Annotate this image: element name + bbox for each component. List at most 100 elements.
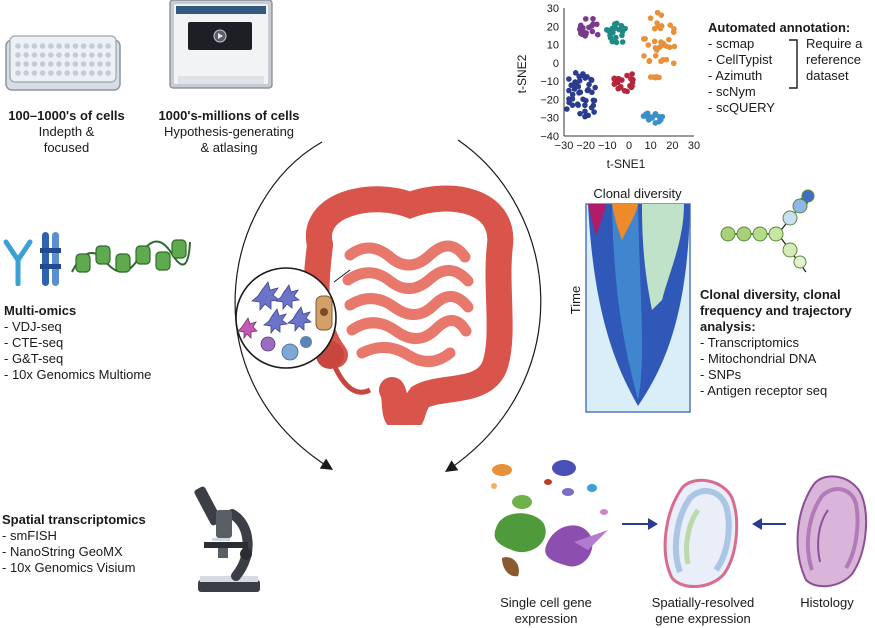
- plate-well: [72, 70, 79, 76]
- plate-well: [80, 70, 87, 76]
- tsne-point: [594, 31, 601, 38]
- annotation-tool-item: - Azimuth: [708, 68, 763, 83]
- tsne-point: [647, 15, 654, 21]
- tsne-point: [606, 28, 612, 35]
- tsne-xtick-label: −10: [598, 140, 617, 152]
- tsne-point: [667, 22, 674, 28]
- plate-well: [72, 52, 79, 58]
- tsne-ytick-label: −30: [540, 113, 559, 125]
- cells-large-line2: & atlasing: [200, 140, 258, 155]
- plate-well: [64, 70, 70, 76]
- plate-well: [56, 61, 62, 67]
- annotation-tool-item: - CellTypist: [708, 52, 773, 67]
- clonal-time-label: Time: [568, 286, 583, 314]
- annotation-tool-item: - scmap: [708, 36, 755, 51]
- plate-well: [97, 61, 103, 67]
- spatially-resolved-label: Spatially-resolved gene expression: [636, 595, 770, 627]
- tsne-point: [619, 77, 625, 83]
- cells-small-line1: Indepth &: [38, 124, 95, 139]
- single-cell-label-line1: Single cell gene: [500, 595, 592, 610]
- tsne-point: [658, 12, 665, 18]
- tsne-point: [573, 80, 580, 86]
- clonal-title-line: frequency and trajectory: [700, 303, 852, 318]
- plate-well: [15, 52, 21, 58]
- tsne-ylabel: t-SNE2: [515, 54, 529, 93]
- antibody-icon: [3, 239, 33, 286]
- tsne-point: [624, 72, 630, 79]
- plate-well: [23, 52, 30, 58]
- tsne-point: [566, 87, 572, 94]
- plate-well: [80, 61, 87, 67]
- tsne-point: [590, 102, 597, 109]
- tsne-point: [619, 32, 625, 39]
- plate-well: [31, 52, 38, 58]
- tsne-point: [591, 97, 598, 104]
- tsne-point: [653, 74, 660, 80]
- tsne-point: [640, 113, 647, 119]
- tsne-ytick-label: −40: [540, 131, 559, 143]
- clonal-list: - Transcriptomics- Mitochondrial DNA- SN…: [700, 335, 852, 399]
- sequencer-instrument-illustration: [169, 0, 273, 89]
- clonal-diversity-chart: Time: [568, 203, 691, 413]
- single-cell-label: Single cell gene expression: [484, 595, 608, 627]
- spatial-tissue-illustration: [663, 478, 739, 589]
- plate-well: [80, 43, 87, 49]
- receptor-icon: [40, 232, 61, 286]
- cells-large-line1: Hypothesis-generating: [163, 124, 295, 139]
- tsne-point: [619, 39, 626, 45]
- tsne-point: [582, 16, 589, 22]
- multiomics-item: - 10x Genomics Multiome: [4, 367, 152, 382]
- plate-well: [89, 43, 95, 49]
- plate-well: [23, 70, 30, 76]
- right-flow-arrow: [445, 139, 542, 473]
- tsne-point: [578, 30, 584, 37]
- plate-well: [23, 61, 30, 67]
- tsne-point: [645, 42, 652, 48]
- tsne-point: [566, 96, 572, 102]
- tsne-ytick-label: 20: [547, 21, 559, 33]
- plate-well: [48, 52, 54, 58]
- tsne-ytick-label: 30: [547, 3, 559, 15]
- spatial-item: - smFISH: [2, 528, 57, 543]
- annotation-tool-item: - scQUERY: [708, 100, 775, 115]
- plate-well: [15, 61, 21, 67]
- tsne-point: [628, 76, 634, 82]
- tsne-point: [585, 112, 592, 119]
- tsne-point: [660, 40, 667, 47]
- tsne-xtick-label: −30: [555, 140, 574, 152]
- tsne-point: [580, 96, 586, 103]
- plate-well: [31, 43, 38, 49]
- tsne-point: [671, 43, 678, 50]
- spatial-block: Spatial transcriptomics - smFISH- NanoSt…: [2, 512, 146, 576]
- tsne-point: [652, 45, 659, 51]
- trajectory-illustration: [720, 189, 815, 273]
- tsne-point: [646, 115, 653, 122]
- tsne-point: [621, 88, 628, 94]
- tsne-point: [651, 38, 658, 45]
- reference-note-line1: Require a: [806, 36, 863, 51]
- plate-well: [31, 61, 38, 67]
- tsne-point: [656, 44, 663, 51]
- plate-well: [48, 70, 54, 76]
- tsne-point: [659, 113, 666, 120]
- tsne-point: [652, 52, 659, 59]
- clonal-title-line: Clonal diversity, clonal: [700, 287, 841, 302]
- cells-small-block: 100–1000's of cells Indepth & focused: [0, 108, 133, 156]
- spatial-item: - 10x Genomics Visium: [2, 560, 136, 575]
- tsne-point: [642, 35, 648, 42]
- tsne-point: [586, 24, 592, 31]
- plate-well: [56, 52, 62, 58]
- tsne-point: [582, 33, 588, 39]
- tsne-point: [576, 73, 582, 80]
- well-plate-illustration: [5, 35, 121, 91]
- annotation-block: Automated annotation: - scmap- CellTypis…: [708, 20, 850, 116]
- multiomics-item: - CTE-seq: [4, 335, 64, 350]
- tsne-ytick-label: 10: [547, 40, 559, 52]
- single-cell-label-line2: expression: [514, 611, 578, 626]
- tsne-point: [568, 82, 575, 89]
- reference-note-line2: reference: [806, 52, 861, 67]
